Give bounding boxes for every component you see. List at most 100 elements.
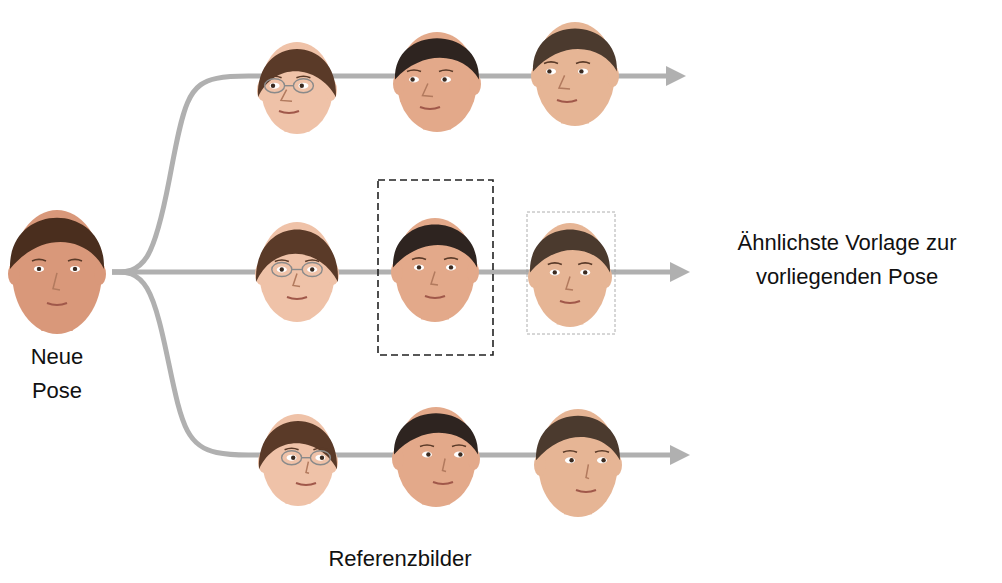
mouth (557, 100, 577, 102)
pupil (291, 456, 295, 460)
eye (34, 266, 44, 272)
eyebrow (407, 70, 421, 72)
ear (392, 448, 404, 470)
hair (533, 29, 617, 72)
pupil (553, 270, 557, 274)
glasses-bridge (302, 457, 311, 458)
face-photo (534, 409, 622, 517)
ear (610, 454, 622, 476)
ear (393, 73, 405, 95)
glasses-bridge (292, 269, 302, 270)
pupil (442, 77, 446, 81)
eye (315, 455, 325, 461)
eyebrow (452, 445, 466, 447)
mouth (296, 483, 316, 485)
eye (414, 264, 424, 270)
eyebrow (548, 263, 562, 265)
eyebrow (439, 70, 453, 72)
eyebrow (305, 260, 319, 262)
nose (566, 276, 573, 290)
pupil (73, 267, 77, 271)
ear (531, 65, 543, 87)
eyebrow (544, 62, 558, 64)
nose (293, 274, 300, 287)
face-photo (531, 22, 619, 126)
ear (600, 266, 612, 288)
eye (441, 77, 451, 83)
pupil (583, 270, 587, 274)
eye (446, 264, 456, 270)
ear (94, 263, 106, 285)
glasses (293, 79, 313, 93)
mouth (47, 303, 67, 305)
pupil (458, 452, 462, 456)
nose (423, 84, 434, 97)
pupil (37, 267, 41, 271)
ear (8, 263, 20, 285)
hair (395, 38, 479, 79)
mouth (420, 107, 440, 109)
glasses (302, 263, 322, 277)
mouth (425, 296, 445, 298)
caption-label: Referenzbilder (300, 542, 500, 576)
pupil (280, 267, 284, 271)
face-photo (255, 222, 339, 322)
caption-label: Neue Pose (17, 340, 97, 408)
face-photo (528, 223, 612, 327)
pupil (579, 69, 583, 73)
eyebrow (268, 76, 282, 78)
ear (534, 454, 546, 476)
nose (53, 273, 60, 290)
ear (528, 266, 540, 288)
arrow-head (666, 66, 686, 86)
eyebrow (563, 451, 577, 453)
eyebrow (68, 259, 82, 261)
pupil (271, 84, 275, 88)
pupil (426, 452, 430, 456)
eyebrow (420, 445, 434, 447)
face-photo (257, 42, 337, 134)
nose (559, 75, 570, 89)
selection-frame (378, 180, 493, 355)
mouth (576, 490, 596, 492)
face-photo (8, 210, 106, 334)
eye (578, 68, 588, 74)
eyebrow (275, 260, 289, 262)
eye (550, 269, 560, 275)
ear (467, 261, 479, 283)
caption-label: Ähnlichste Vorlage zur vorliegenden Pose (712, 226, 982, 294)
eye (565, 457, 575, 463)
ear (607, 65, 619, 87)
hair (258, 49, 336, 97)
thin-frame (527, 212, 615, 334)
branch-line (112, 272, 255, 455)
mouth (279, 111, 299, 113)
eye (277, 267, 287, 273)
mouth (433, 482, 453, 484)
eye (287, 455, 297, 461)
pupil (547, 69, 551, 73)
pupil (417, 265, 421, 269)
nose (586, 464, 589, 478)
pupil (449, 265, 453, 269)
pupil (310, 267, 314, 271)
eyebrow (32, 259, 46, 261)
arrow-head (670, 262, 690, 282)
glasses (272, 263, 292, 277)
pupil (300, 84, 304, 88)
ear (391, 261, 403, 283)
eye (270, 83, 280, 89)
hair (394, 413, 478, 454)
mouth (560, 301, 580, 303)
mouth (287, 297, 307, 299)
eye (422, 452, 432, 458)
hair (393, 225, 477, 268)
eyebrow (576, 62, 590, 64)
nose (306, 462, 309, 474)
hair (259, 421, 337, 469)
eyebrow (595, 451, 609, 453)
eyebrow (285, 448, 299, 450)
eyebrow (444, 258, 458, 260)
eyebrow (313, 448, 327, 450)
